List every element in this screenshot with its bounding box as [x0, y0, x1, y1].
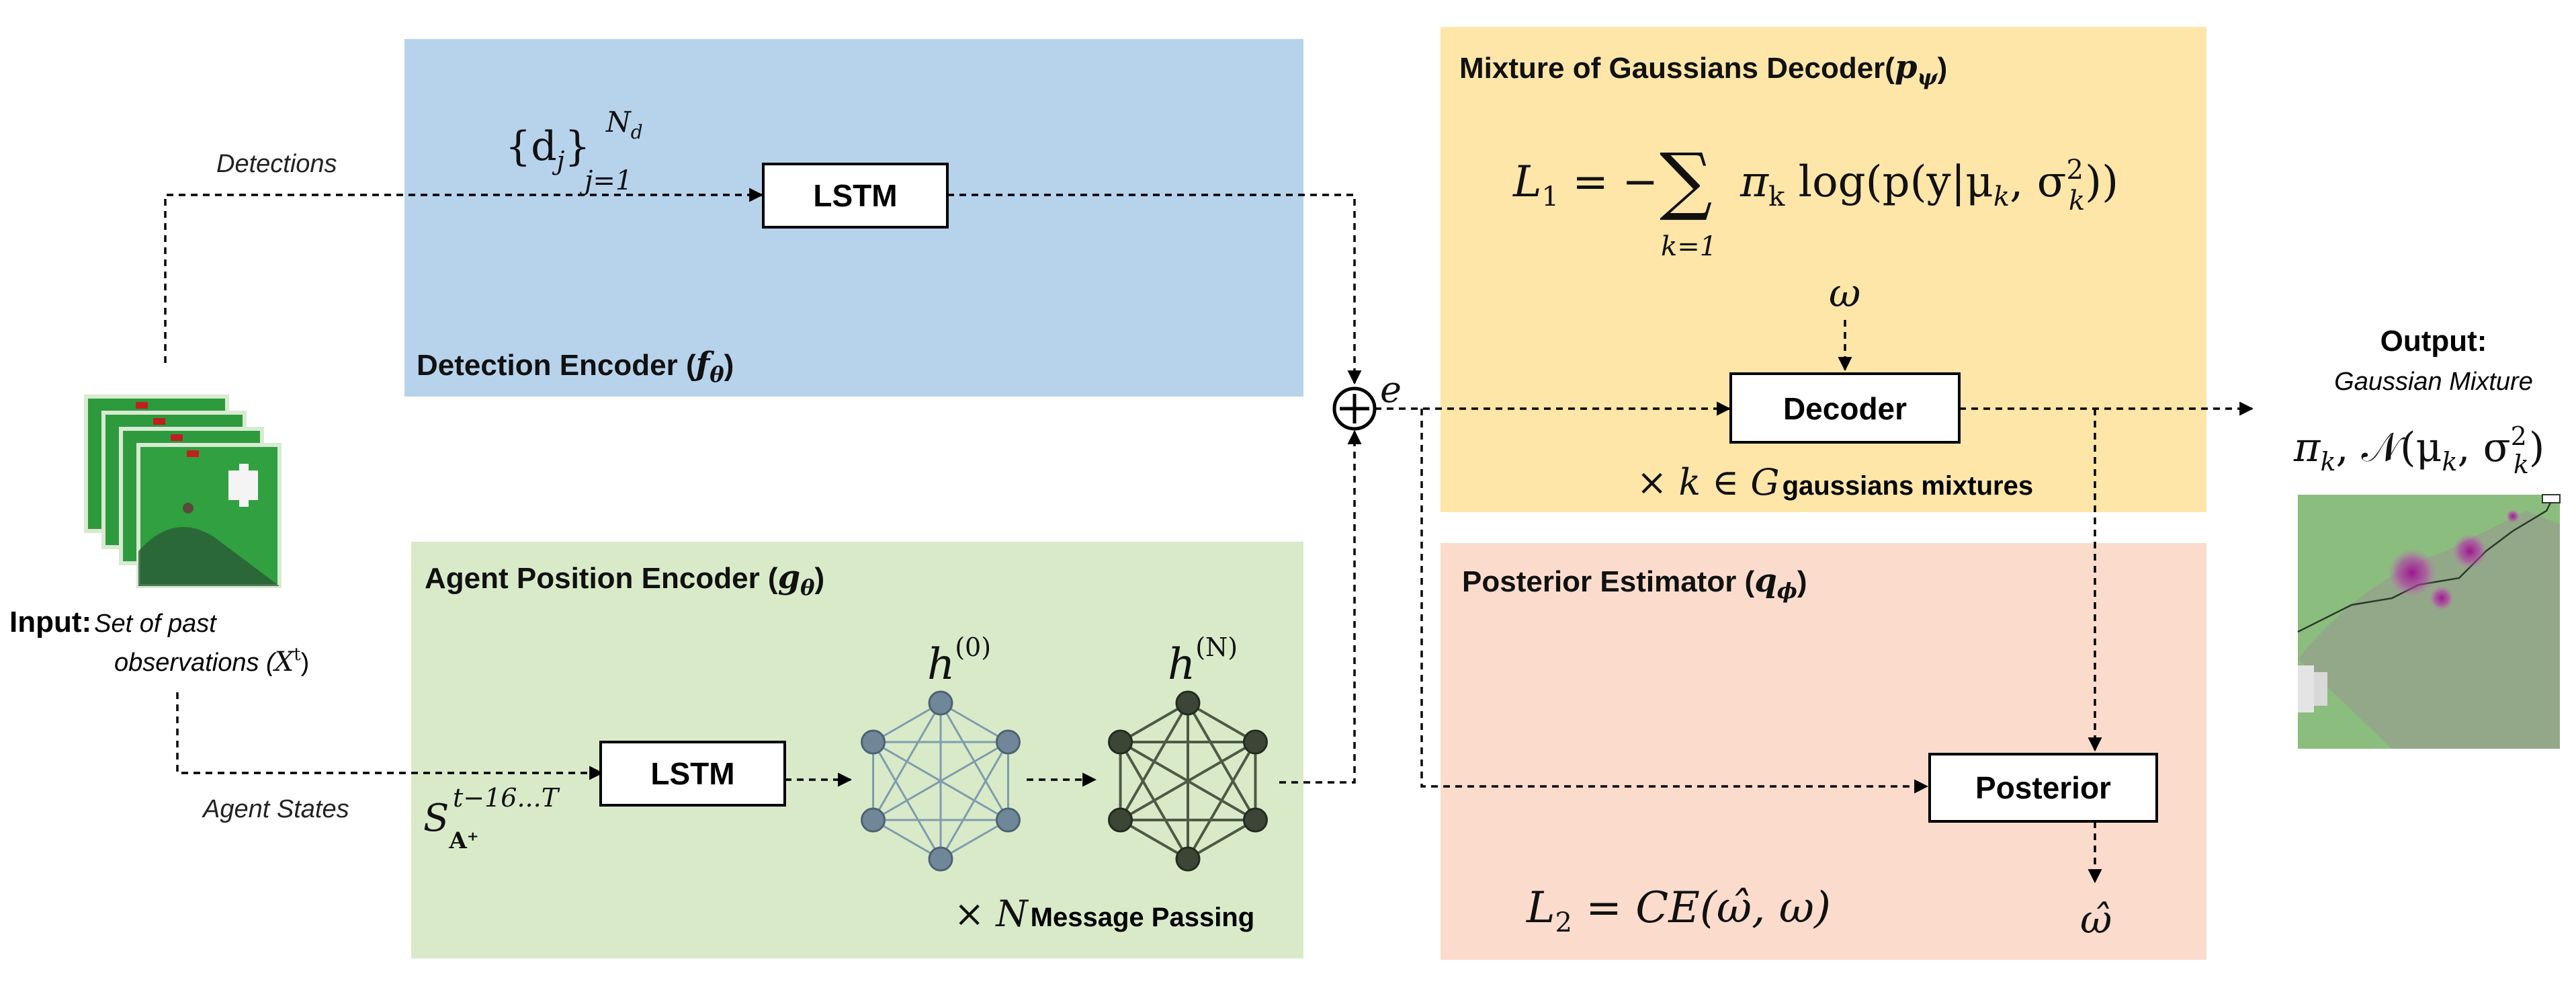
graph-h0-node [861, 729, 886, 755]
graph-hN-node [1108, 729, 1133, 755]
omega-hat-label: ω̂ [2080, 897, 2112, 942]
graph-h0-node [995, 729, 1021, 755]
agent-states-arrow [176, 692, 604, 780]
detection-lstm-box [762, 163, 949, 229]
graph-hN [1108, 690, 1268, 872]
output-heatmap-image [2297, 494, 2561, 749]
posterior-label: Posterior [1975, 770, 2111, 805]
agent-encoder-panel [411, 542, 1303, 958]
detection-lstm-label: LSTM [813, 178, 897, 213]
posterior-box [1928, 753, 2158, 823]
graph-h0-edge [940, 702, 1009, 743]
detections-label: Detections [216, 150, 337, 178]
graph-h0-label: h(0) [927, 632, 991, 690]
graph-hN-node [1242, 729, 1268, 755]
detection-set-notation: {dj} [505, 123, 591, 175]
agent-states-label: Agent States [202, 795, 349, 823]
graph-hN-edge [1187, 702, 1256, 743]
graph-h0 [861, 690, 1021, 872]
graph-hN-edge [1119, 741, 1256, 821]
detection-to-fusion-arrow [947, 194, 1362, 385]
agent-encoder-title: Agent Position Encoder (gθ) [425, 559, 824, 600]
graph-hN-node [1108, 807, 1133, 833]
detection-set-sub: j=1 [579, 165, 632, 196]
graph-hN-edge [1119, 819, 1189, 860]
graph-h0-edge [872, 819, 941, 860]
graph-h0-node [995, 807, 1021, 833]
graph-h0-edge [872, 702, 941, 743]
graph-h0-edge [940, 819, 1009, 860]
agent-state-notation: SA⁺ [423, 796, 479, 854]
graphN-to-fusion-arrow [1279, 429, 1362, 784]
graph-hN-node [1242, 807, 1268, 833]
mog-decoder-title: Mixture of Gaussians Decoder(pψ) [1459, 48, 1947, 90]
output-title: Output: [2380, 325, 2487, 358]
graph-hN-node [1175, 846, 1201, 872]
agent-lstm-label: LSTM [650, 756, 734, 791]
loss-l1-sum-index: k=1 [1661, 231, 1717, 262]
fusion-to-posterior-arrow [1420, 409, 1929, 794]
graph-h0-node [928, 690, 953, 716]
loss-l1: L1 = − [1512, 157, 1658, 212]
agent-lstm-box [599, 741, 786, 807]
fusion-e-label: e [1380, 368, 1402, 411]
graph-hN-edge [1187, 819, 1256, 860]
graph-hN-edge [1119, 702, 1189, 743]
graph-h0-edge [872, 741, 942, 860]
graph-h0-node [861, 807, 886, 833]
posterior-estimator-panel [1441, 543, 2206, 960]
detection-encoder-title: Detection Encoder (fθ) [417, 345, 734, 387]
loss-l1-sum: ∑ [1660, 137, 1713, 223]
graph-h0-node [928, 846, 953, 872]
output-subtitle: Gaussian Mixture [2334, 368, 2533, 396]
graph-hN-label: h(N) [1168, 632, 1238, 690]
graph-hN-node [1175, 690, 1201, 716]
input-label-line2: observations (Xt) [114, 645, 309, 678]
message-passing-label: × N Message Passing [954, 893, 1254, 935]
graph-h0-edge [872, 741, 1009, 821]
decoder-box [1729, 372, 1961, 444]
graph-hN-edge [1119, 741, 1189, 860]
detection-set-super: Nd [605, 106, 643, 143]
input-observation-stack [84, 395, 282, 588]
omega-label: ω [1829, 270, 1860, 316]
input-label: Input: Set of past [9, 606, 217, 639]
agent-state-sup: t−16...T [453, 783, 560, 813]
mixture-label: × k ∈ G gaussians mixtures [1637, 461, 2033, 503]
posterior-estimator-title: Posterior Estimator (qϕ) [1462, 562, 1807, 604]
decoder-label: Decoder [1783, 391, 1907, 426]
loss-l2: L2 = CE(ω̂, ω) [1526, 883, 1831, 938]
